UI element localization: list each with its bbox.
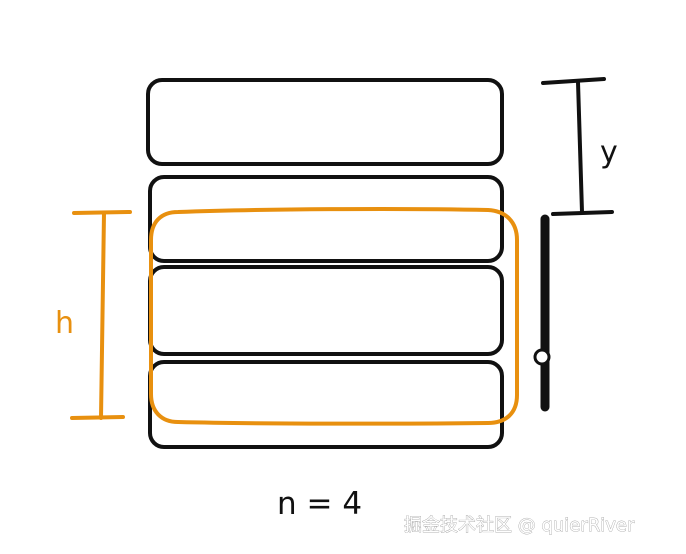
- h-dimension-line: [99, 211, 106, 420]
- y-label: y: [600, 135, 618, 170]
- h-dimension-bottom-tick: [70, 415, 125, 420]
- y-dimension-bottom-tick: [551, 210, 614, 216]
- n-count-label: n = 4: [277, 486, 362, 522]
- list-item: [148, 175, 504, 263]
- list-item: [148, 360, 504, 449]
- scrollbar-thumb-marker: [533, 348, 551, 366]
- watermark: 掘金技术社区 @ quierRiver: [404, 515, 635, 536]
- viewport-frame: [149, 206, 519, 426]
- h-label: h: [55, 306, 74, 341]
- y-dimension-top-tick: [541, 77, 606, 85]
- list-item: [148, 265, 504, 356]
- list-item: [146, 78, 504, 166]
- h-dimension-top-tick: [72, 210, 132, 215]
- y-dimension-line: [576, 80, 584, 214]
